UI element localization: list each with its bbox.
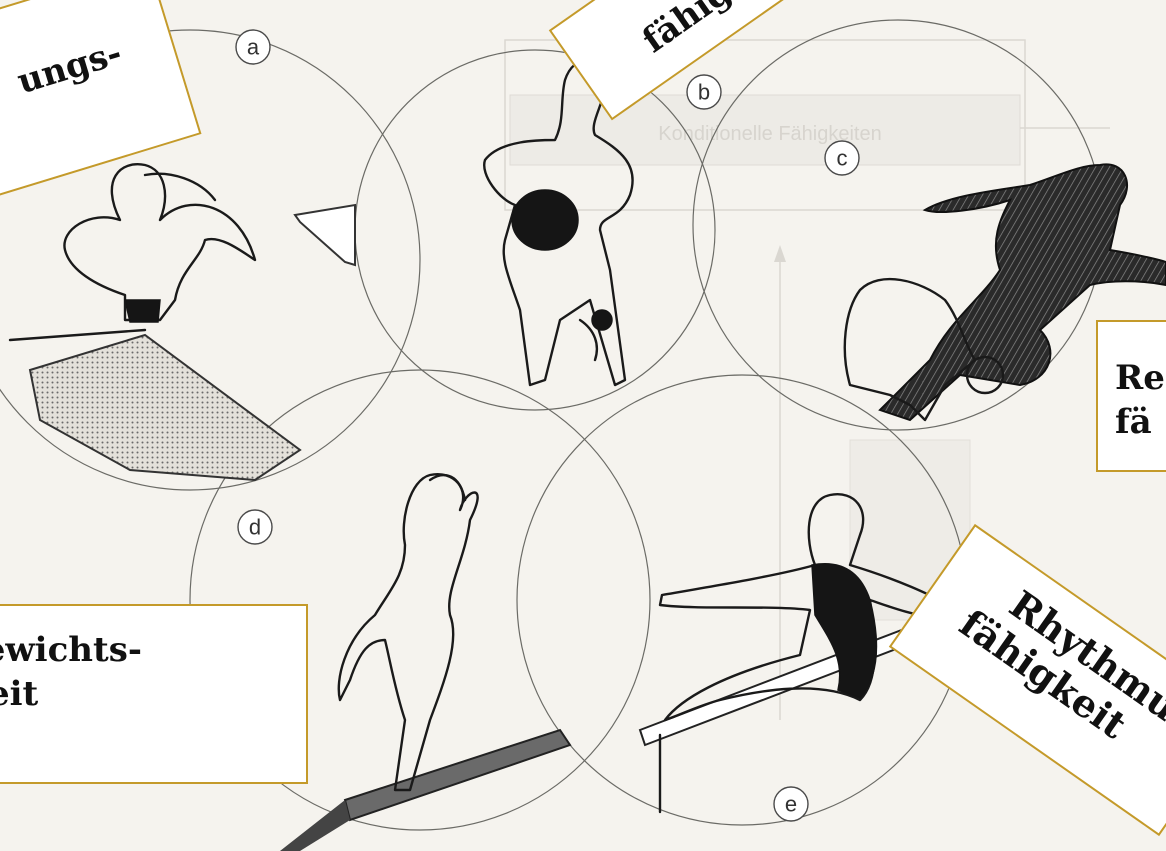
marker-c: c: [825, 141, 859, 175]
label-a-line1: ungs-: [12, 16, 176, 104]
label-c: Re fä: [1096, 320, 1166, 472]
svg-text:c: c: [837, 146, 848, 171]
label-d-line2: eit: [0, 672, 306, 716]
small-ball-icon: [592, 310, 612, 330]
svg-text:e: e: [785, 792, 797, 817]
marker-b: b: [687, 75, 721, 109]
marker-a: a: [236, 30, 270, 64]
svg-text:b: b: [698, 80, 710, 105]
svg-text:a: a: [247, 35, 260, 60]
marker-e: e: [774, 787, 808, 821]
marker-d: d: [238, 510, 272, 544]
label-d: gewichts- eit: [0, 604, 308, 784]
svg-text:d: d: [249, 515, 261, 540]
label-c-line2: fä: [1115, 400, 1166, 444]
label-d-line1: gewichts-: [0, 628, 306, 672]
ball-icon: [512, 190, 578, 250]
label-c-line1: Re: [1115, 356, 1166, 400]
